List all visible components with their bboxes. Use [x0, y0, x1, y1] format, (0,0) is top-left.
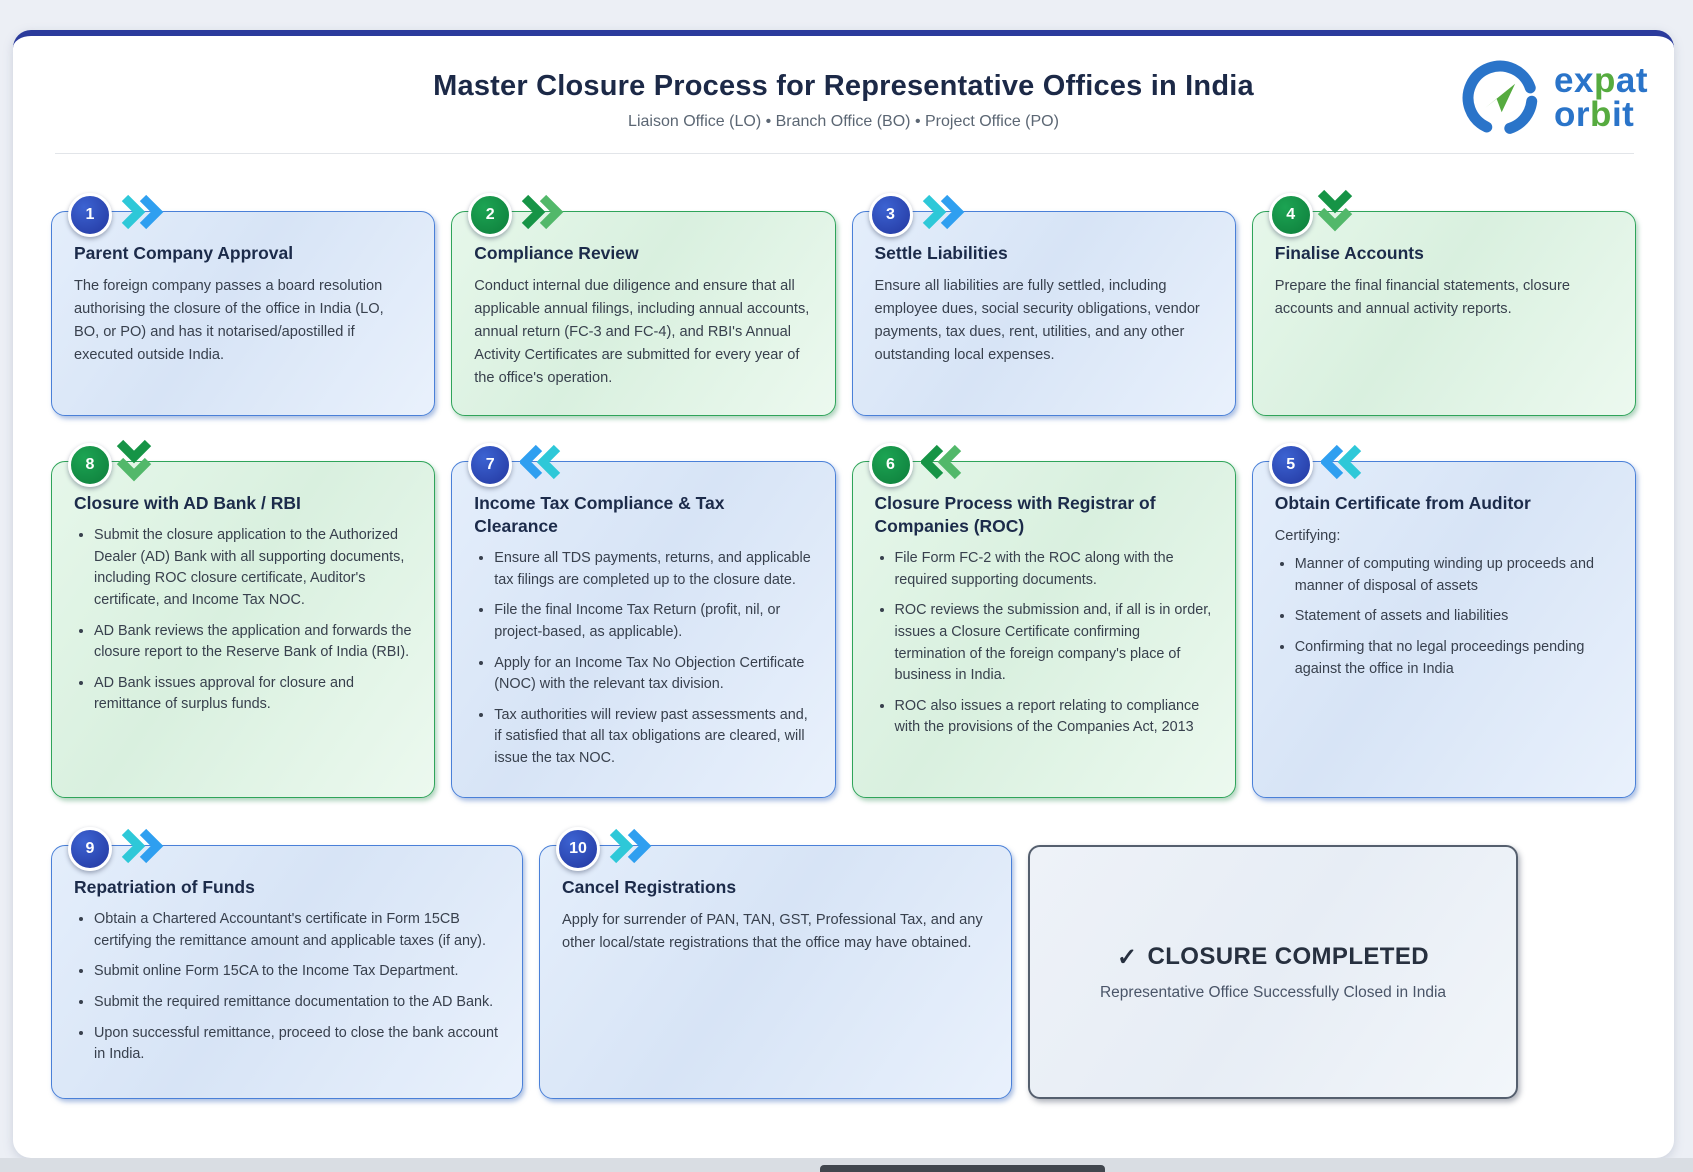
orbit-paper-plane-icon — [1462, 60, 1538, 136]
step-number-badge: 10 — [556, 827, 600, 871]
step-bullet-list: Ensure all TDS payments, returns, and ap… — [474, 548, 812, 769]
double-chevron-right-icon — [609, 828, 652, 864]
bullet-item: Upon successful remittance, proceed to c… — [94, 1023, 500, 1066]
double-chevron-left-icon — [1320, 444, 1361, 480]
step-card-8-closure-with-ad-bank-rbi: 8 Closure with AD Bank / RBI Submit the … — [51, 439, 436, 798]
step-card-4-finalise-accounts: 4 Finalise Accounts Prepare the final fi… — [1251, 189, 1636, 416]
step-bullet-list: File Form FC-2 with the ROC along with t… — [875, 548, 1213, 739]
step-number-badge: 5 — [1268, 443, 1313, 487]
step-bullet-list: Submit the closure application to the Au… — [74, 525, 412, 716]
step-title: Settle Liabilities — [874, 243, 1008, 263]
logo-wordmark: expat orbit — [1554, 60, 1648, 134]
step-intro: Certifying: — [1274, 528, 1341, 545]
step-number-badge: 6 — [868, 443, 913, 487]
bullet-item: AD Bank issues approval for closure and … — [94, 673, 412, 716]
step-title: Obtain Certificate from Auditor — [1274, 493, 1531, 513]
page-title: Master Closure Process for Representativ… — [433, 70, 1254, 102]
bullet-item: File the final Income Tax Return (profit… — [494, 600, 812, 643]
header: Master Closure Process for Representativ… — [13, 36, 1674, 136]
bullet-item: Confirming that no legal proceedings pen… — [1295, 637, 1613, 680]
step-number-badge: 2 — [468, 193, 513, 237]
bullet-item: ROC also issues a report relating to com… — [895, 696, 1213, 739]
step-number-badge: 9 — [68, 827, 112, 871]
closure-completed-subtitle: Representative Office Successfully Close… — [1099, 983, 1447, 1001]
bullet-item: Ensure all TDS payments, returns, and ap… — [494, 548, 812, 591]
step-description: Conduct internal due diligence and ensur… — [474, 278, 810, 387]
step-title: Income Tax Compliance & Tax Clearance — [474, 493, 725, 537]
step-card-5-obtain-certificate-auditor: 5 Obtain Certificate from Auditor Certif… — [1251, 443, 1636, 798]
process-board: 1 Parent Company Approval The foreign co… — [13, 189, 1674, 1099]
bullet-item: AD Bank reviews the application and forw… — [94, 621, 412, 664]
closure-completed-label: CLOSURE COMPLETED — [1147, 943, 1429, 970]
step-description: Prepare the final financial statements, … — [1274, 278, 1571, 318]
step-title: Repatriation of Funds — [74, 877, 255, 897]
step-title: Parent Company Approval — [74, 243, 294, 263]
logo-word-expat: expat — [1554, 60, 1648, 100]
bullet-item: Apply for an Income Tax No Objection Cer… — [494, 653, 812, 696]
bullet-item: Submit online Form 15CA to the Income Ta… — [94, 961, 500, 983]
screen-edge-artifact — [820, 1165, 1105, 1172]
closure-completed-title: ✓ CLOSURE COMPLETED — [1117, 943, 1429, 972]
check-icon: ✓ — [1117, 943, 1138, 971]
step-card-10-cancel-registrations: 10 Cancel Registrations Apply for surren… — [539, 827, 1012, 1099]
step-title: Compliance Review — [474, 243, 639, 263]
step-number-badge: 7 — [468, 443, 513, 487]
bullet-item: Submit the required remittance documenta… — [94, 992, 500, 1014]
step-title: Closure with AD Bank / RBI — [74, 493, 301, 513]
double-chevron-right-icon — [121, 194, 164, 230]
step-card-3-settle-liabilities: 3 Settle Liabilities Ensure all liabilit… — [851, 193, 1236, 416]
double-chevron-right-icon — [922, 194, 964, 230]
header-divider — [55, 153, 1634, 154]
step-card-7-income-tax-compliance: 7 Income Tax Compliance & Tax Clearance … — [451, 443, 836, 798]
bullet-item: Manner of computing winding up proceeds … — [1295, 554, 1613, 597]
bullet-item: Submit the closure application to the Au… — [94, 525, 412, 611]
step-number-badge: 4 — [1268, 193, 1313, 237]
step-title: Finalise Accounts — [1274, 243, 1424, 263]
step-description: Ensure all liabilities are fully settled… — [874, 278, 1200, 364]
step-number-badge: 8 — [68, 443, 112, 487]
step-bullet-list: Obtain a Chartered Accountant's certific… — [74, 909, 500, 1066]
step-card-2-compliance-review: 2 Compliance Review Conduct internal due… — [451, 193, 836, 416]
double-chevron-left-icon — [920, 444, 961, 480]
bullet-item: Statement of assets and liabilities — [1295, 606, 1613, 628]
double-chevron-right-icon — [121, 828, 164, 864]
expat-orbit-logo: expat orbit — [1458, 56, 1648, 140]
process-row-1: 1 Parent Company Approval The foreign co… — [51, 189, 1636, 416]
infographic-panel: Master Closure Process for Representativ… — [13, 30, 1674, 1158]
step-card-6-closure-process-roc: 6 Closure Process with Registrar of Comp… — [851, 443, 1236, 798]
step-title: Closure Process with Registrar of Compan… — [874, 493, 1156, 537]
page-subtitle: Liaison Office (LO) • Branch Office (BO)… — [628, 113, 1059, 130]
bullet-item: ROC reviews the submission and, if all i… — [895, 600, 1213, 686]
process-row-2: 8 Closure with AD Bank / RBI Submit the … — [51, 439, 1636, 798]
bullet-item: Tax authorities will review past assessm… — [494, 705, 812, 770]
bullet-item: Obtain a Chartered Accountant's certific… — [94, 909, 500, 952]
step-number-badge: 3 — [868, 193, 913, 237]
step-description: The foreign company passes a board resol… — [74, 278, 384, 364]
double-chevron-down-icon — [1317, 189, 1352, 232]
closure-completed-card: ✓ CLOSURE COMPLETED Representative Offic… — [1028, 845, 1518, 1099]
step-number-badge: 1 — [68, 193, 112, 237]
step-description: Apply for surrender of PAN, TAN, GST, Pr… — [562, 912, 983, 952]
double-chevron-down-icon — [116, 439, 152, 482]
step-card-9-repatriation-of-funds: 9 Repatriation of Funds Obtain a Charter… — [51, 827, 523, 1099]
logo-word-orbit: orbit — [1554, 95, 1635, 134]
bullet-item: File Form FC-2 with the ROC along with t… — [895, 548, 1213, 591]
double-chevron-right-icon — [522, 194, 564, 230]
process-row-3: 9 Repatriation of Funds Obtain a Charter… — [51, 827, 1636, 1099]
double-chevron-left-icon — [520, 444, 561, 480]
step-card-1-parent-company-approval: 1 Parent Company Approval The foreign co… — [51, 193, 436, 416]
step-title: Cancel Registrations — [562, 877, 737, 897]
step-bullet-list: Manner of computing winding up proceeds … — [1275, 554, 1613, 680]
